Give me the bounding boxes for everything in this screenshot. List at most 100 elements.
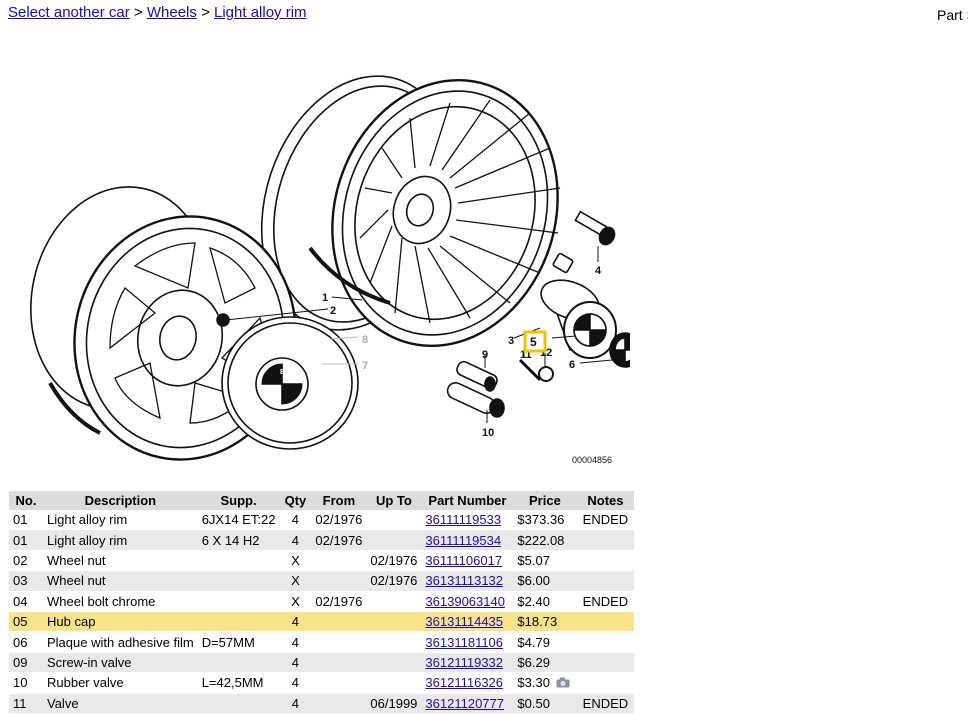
part-number-link[interactable]: 36121119332: [425, 654, 504, 670]
cell-no: 01: [9, 529, 43, 551]
cell-no: 06: [9, 631, 43, 653]
cell-description-text: Plaque with adhesive film: [47, 634, 194, 650]
cell-notes-text: ENDED: [582, 593, 629, 609]
callout-9: 9: [482, 349, 488, 361]
part-number-link[interactable]: 36121120777: [425, 695, 504, 711]
cell-description: Wheel bolt chrome: [43, 591, 198, 612]
part-number-link[interactable]: 36131181106: [425, 634, 504, 650]
callout-11: 11: [520, 349, 532, 361]
part-number-link[interactable]: 36131114435: [425, 614, 504, 630]
cell-description-text: Light alloy rim: [47, 512, 128, 528]
cell-supp: [197, 652, 280, 674]
cell-qty: 4: [279, 652, 312, 674]
cell-qty: 4: [279, 510, 312, 531]
callout-8: 8: [362, 334, 368, 346]
cell-up-to-text: 02/1976: [370, 573, 418, 589]
callout-5: 5: [530, 335, 537, 349]
breadcrumb-link-wheels[interactable]: Wheels: [146, 4, 197, 21]
table-row[interactable]: 06 Plaque with adhesive film D=57MM 4 361311…: [9, 631, 635, 653]
cell-from: [311, 652, 367, 674]
cell-qty-text: 4: [291, 614, 300, 630]
col-no: No.: [9, 491, 43, 510]
cell-up-to: 02/1976: [366, 550, 422, 572]
cell-supp: 6JX14 ET:22: [197, 510, 280, 531]
cell-supp-text: L=42,5MM: [201, 675, 264, 691]
cell-supp: [197, 591, 280, 612]
cell-description-text: Valve: [47, 695, 79, 711]
breadcrumb-link-select-car[interactable]: Select another car: [8, 4, 130, 21]
cell-description-text: Rubber valve: [47, 675, 124, 691]
cell-notes: [576, 611, 635, 633]
breadcrumb-link-light-alloy-rim[interactable]: Light alloy rim: [214, 4, 307, 21]
cell-up-to: 02/1976: [366, 570, 422, 592]
cell-supp: 6 X 14 H2: [197, 529, 280, 551]
cell-no-text: 06: [13, 634, 28, 650]
cell-qty: X: [279, 591, 312, 612]
cell-qty-text: X: [291, 573, 300, 589]
cell-description-text: Wheel nut: [47, 573, 106, 589]
cell-price: $6.00: [513, 570, 577, 592]
cell-no-text: 10: [13, 675, 28, 691]
wheel-bolt-illustration: [574, 210, 616, 246]
cell-price: $6.29: [513, 652, 577, 674]
cell-price-text: $18.73: [517, 614, 558, 630]
cell-price: $0.50: [513, 693, 577, 714]
table-header-row: No. Description Supp. Qty From Up To Par…: [9, 491, 635, 510]
cell-description: Hub cap: [43, 611, 198, 633]
cell-qty: 4: [279, 672, 312, 694]
cell-no: 04: [9, 591, 43, 612]
cell-notes: [576, 570, 635, 592]
cell-up-to: [366, 611, 422, 633]
cell-price-text: $222.08: [517, 532, 565, 548]
camera-icon[interactable]: [556, 676, 570, 691]
cell-no: 11: [9, 693, 43, 714]
cell-up-to: [366, 529, 422, 551]
cell-notes: ENDED: [576, 693, 635, 714]
part-number-link[interactable]: 36121116326: [425, 675, 504, 691]
cell-supp-text: D=57MM: [201, 634, 255, 650]
cell-from-text: 02/1976: [315, 532, 363, 548]
cell-description: Light alloy rim: [43, 510, 198, 531]
cell-qty-text: 4: [291, 532, 300, 548]
cell-description: Valve: [43, 693, 198, 714]
cell-no-text: 11: [13, 695, 27, 711]
cell-up-to-text: 06/1999: [370, 695, 418, 711]
plaque-illustration: [609, 332, 630, 368]
cell-price-text: $6.29: [517, 654, 550, 670]
wheel-cover-illustration: [221, 316, 359, 450]
cell-supp-text: 6JX14 ET:22: [201, 512, 276, 528]
cell-no: 09: [9, 652, 43, 674]
part-number-link[interactable]: 36111119534: [425, 532, 502, 548]
cell-no-text: 01: [13, 512, 28, 528]
cell-up-to: [366, 672, 422, 694]
col-description: Description: [43, 491, 198, 510]
cell-description: Plaque with adhesive film: [43, 631, 198, 653]
cell-part-number: 36139063140: [421, 591, 514, 612]
cell-from: [311, 631, 367, 653]
part-number-link[interactable]: 36139063140: [425, 593, 505, 609]
part-number-link[interactable]: 36111106017: [425, 552, 503, 568]
callout-4: 4: [595, 265, 602, 277]
part-number-link[interactable]: 36111119533: [425, 512, 502, 528]
callout-2: 2: [330, 305, 336, 317]
cell-price-text: $373.36: [517, 512, 565, 528]
callout-5-highlight[interactable]: 5: [523, 330, 547, 353]
cell-price: $5.07: [513, 550, 577, 572]
cell-notes: [576, 652, 635, 674]
cell-qty: 4: [279, 631, 312, 653]
cell-qty: 4: [279, 529, 312, 551]
part-number-link[interactable]: 36131113132: [425, 573, 504, 589]
cell-no: 03: [9, 570, 43, 592]
cell-price: $2.40: [513, 591, 577, 612]
cell-notes: [576, 631, 635, 653]
cell-supp: [197, 550, 280, 572]
